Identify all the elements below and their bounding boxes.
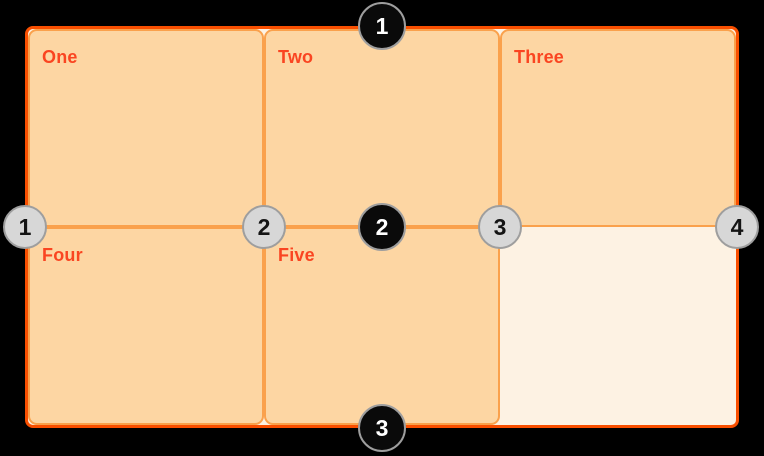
grid-cell-one: One — [28, 29, 264, 227]
grid-cell-five: Five — [264, 227, 500, 425]
column-line-badge-1: 1 — [3, 205, 47, 249]
grid-cell-empty — [500, 227, 736, 425]
cell-label-two: Two — [278, 47, 314, 67]
row-line-badge-1: 1 — [358, 2, 406, 50]
grid-cell-two: Two — [264, 29, 500, 227]
row-line-badge-3: 3 — [358, 404, 406, 452]
column-line-badge-2: 2 — [242, 205, 286, 249]
cell-label-four: Four — [42, 245, 83, 265]
cell-label-three: Three — [514, 47, 565, 67]
column-line-badge-3: 3 — [478, 205, 522, 249]
grid-cell-three: Three — [500, 29, 736, 227]
grid-container: One Two Three Four Five — [25, 26, 739, 428]
row-line-badge-2: 2 — [358, 203, 406, 251]
cell-label-five: Five — [278, 245, 315, 265]
cell-label-one: One — [42, 47, 78, 67]
column-line-badge-4: 4 — [715, 205, 759, 249]
grid-cell-four: Four — [28, 227, 264, 425]
